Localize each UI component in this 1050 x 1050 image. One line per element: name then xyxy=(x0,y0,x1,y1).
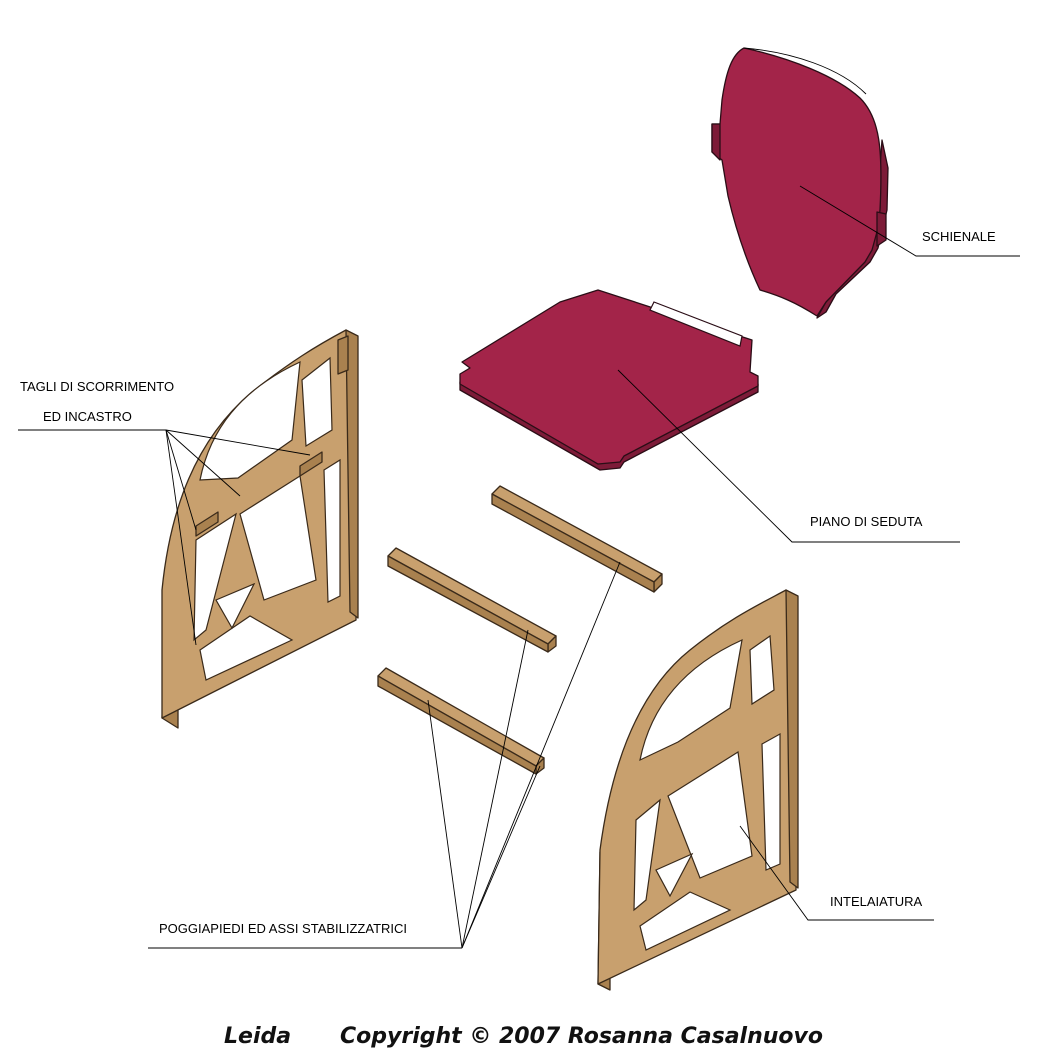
label-piano-di-seduta: PIANO DI SEDUTA xyxy=(810,514,923,529)
footer-copyright: Copyright © 2007 Rosanna Casalnuovo xyxy=(340,1024,823,1049)
seat-panel xyxy=(459,289,759,471)
leader-lines xyxy=(18,185,1020,949)
stabilizer-bar-middle xyxy=(387,547,557,653)
stabilizer-bar-bottom xyxy=(377,667,545,775)
footer-name: Leida xyxy=(224,1024,291,1049)
left-frame xyxy=(161,329,359,729)
label-intelaiatura: INTELAIATURA xyxy=(830,894,923,909)
label-poggiapiedi: POGGIAPIEDI ED ASSI STABILIZZATRICI xyxy=(159,921,407,936)
label-schienale: SCHIENALE xyxy=(922,229,996,244)
stabilizer-bar-top xyxy=(491,485,663,593)
label-tagli-line2: ED INCASTRO xyxy=(43,409,132,424)
right-frame xyxy=(597,589,799,991)
backrest-panel xyxy=(711,47,889,319)
label-tagli-line1: TAGLI DI SCORRIMENTO xyxy=(20,379,174,394)
